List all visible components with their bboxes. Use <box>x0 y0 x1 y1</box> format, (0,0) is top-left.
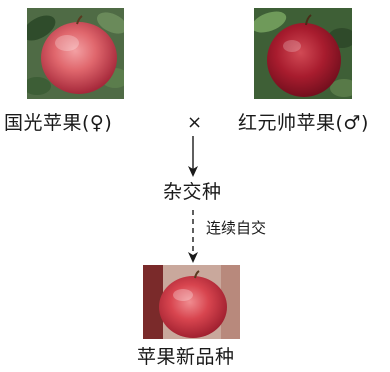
selfing-label: 连续自交 <box>206 219 267 237</box>
cross-arrow <box>188 136 198 177</box>
new-variety-label: 苹果新品种 <box>137 346 235 368</box>
female-parent-label: 国光苹果(♀) <box>4 112 113 134</box>
hybrid-label: 杂交种 <box>163 181 222 203</box>
red-delicious-apple-photo <box>254 8 352 99</box>
male-parent-label: 红元帅苹果(♂) <box>238 112 369 134</box>
new-variety-apple-photo <box>143 265 240 339</box>
selfing-arrow <box>188 210 198 263</box>
cross-symbol: × <box>187 112 203 133</box>
guoguang-apple-photo <box>27 8 124 99</box>
